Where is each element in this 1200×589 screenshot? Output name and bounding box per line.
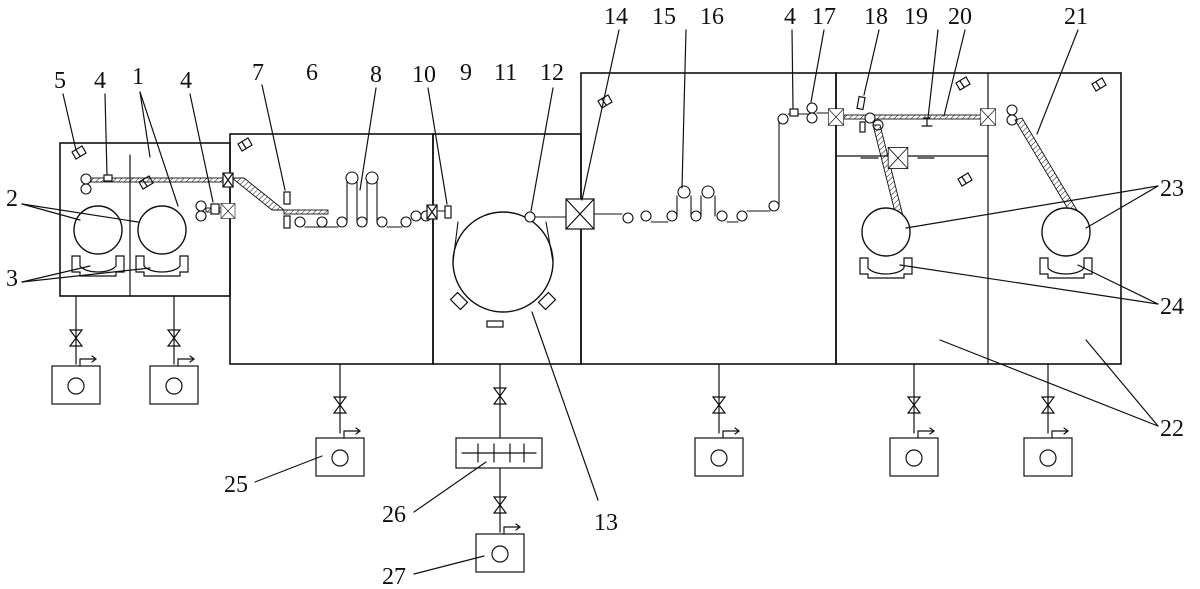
label-4-b: 4 xyxy=(180,68,192,94)
rewind-rolls xyxy=(859,207,1093,279)
label-11: 11 xyxy=(494,60,517,86)
pretreatment-rollers xyxy=(237,137,452,229)
label-13: 13 xyxy=(594,510,618,536)
label-14: 14 xyxy=(604,4,628,30)
label-6: 6 xyxy=(306,60,318,86)
label-2: 2 xyxy=(6,186,18,212)
label-10: 10 xyxy=(412,62,436,88)
label-27: 27 xyxy=(382,564,406,589)
label-9: 9 xyxy=(460,60,472,86)
label-19: 19 xyxy=(904,4,928,30)
label-8: 8 xyxy=(370,62,382,88)
treatment-chamber xyxy=(580,72,837,365)
pretreatment-chamber xyxy=(229,133,434,365)
rewind-web xyxy=(827,76,1107,225)
label-12: 12 xyxy=(540,60,564,86)
label-17: 17 xyxy=(812,4,836,30)
label-5: 5 xyxy=(54,68,66,94)
label-20: 20 xyxy=(948,4,972,30)
label-21: 21 xyxy=(1064,4,1088,30)
label-26: 26 xyxy=(382,502,406,528)
label-15: 15 xyxy=(652,4,676,30)
label-4-a: 4 xyxy=(94,68,106,94)
label-7: 7 xyxy=(252,60,264,86)
label-25: 25 xyxy=(224,472,248,498)
label-18: 18 xyxy=(864,4,888,30)
reference-numerals: 5 4 1 4 2 3 7 6 8 10 9 11 12 14 15 16 4 … xyxy=(6,4,1184,589)
label-24: 24 xyxy=(1160,294,1184,320)
label-16: 16 xyxy=(700,4,724,30)
label-22: 22 xyxy=(1160,416,1184,442)
label-3: 3 xyxy=(6,266,18,292)
leader-lines xyxy=(21,29,1159,575)
label-1: 1 xyxy=(132,64,144,90)
label-4-c: 4 xyxy=(784,4,796,30)
unwind-web xyxy=(71,145,329,222)
coating-drum xyxy=(449,211,567,328)
vacuum-pumps xyxy=(51,295,1073,573)
label-23: 23 xyxy=(1160,176,1184,202)
treatment-rollers xyxy=(565,94,829,230)
